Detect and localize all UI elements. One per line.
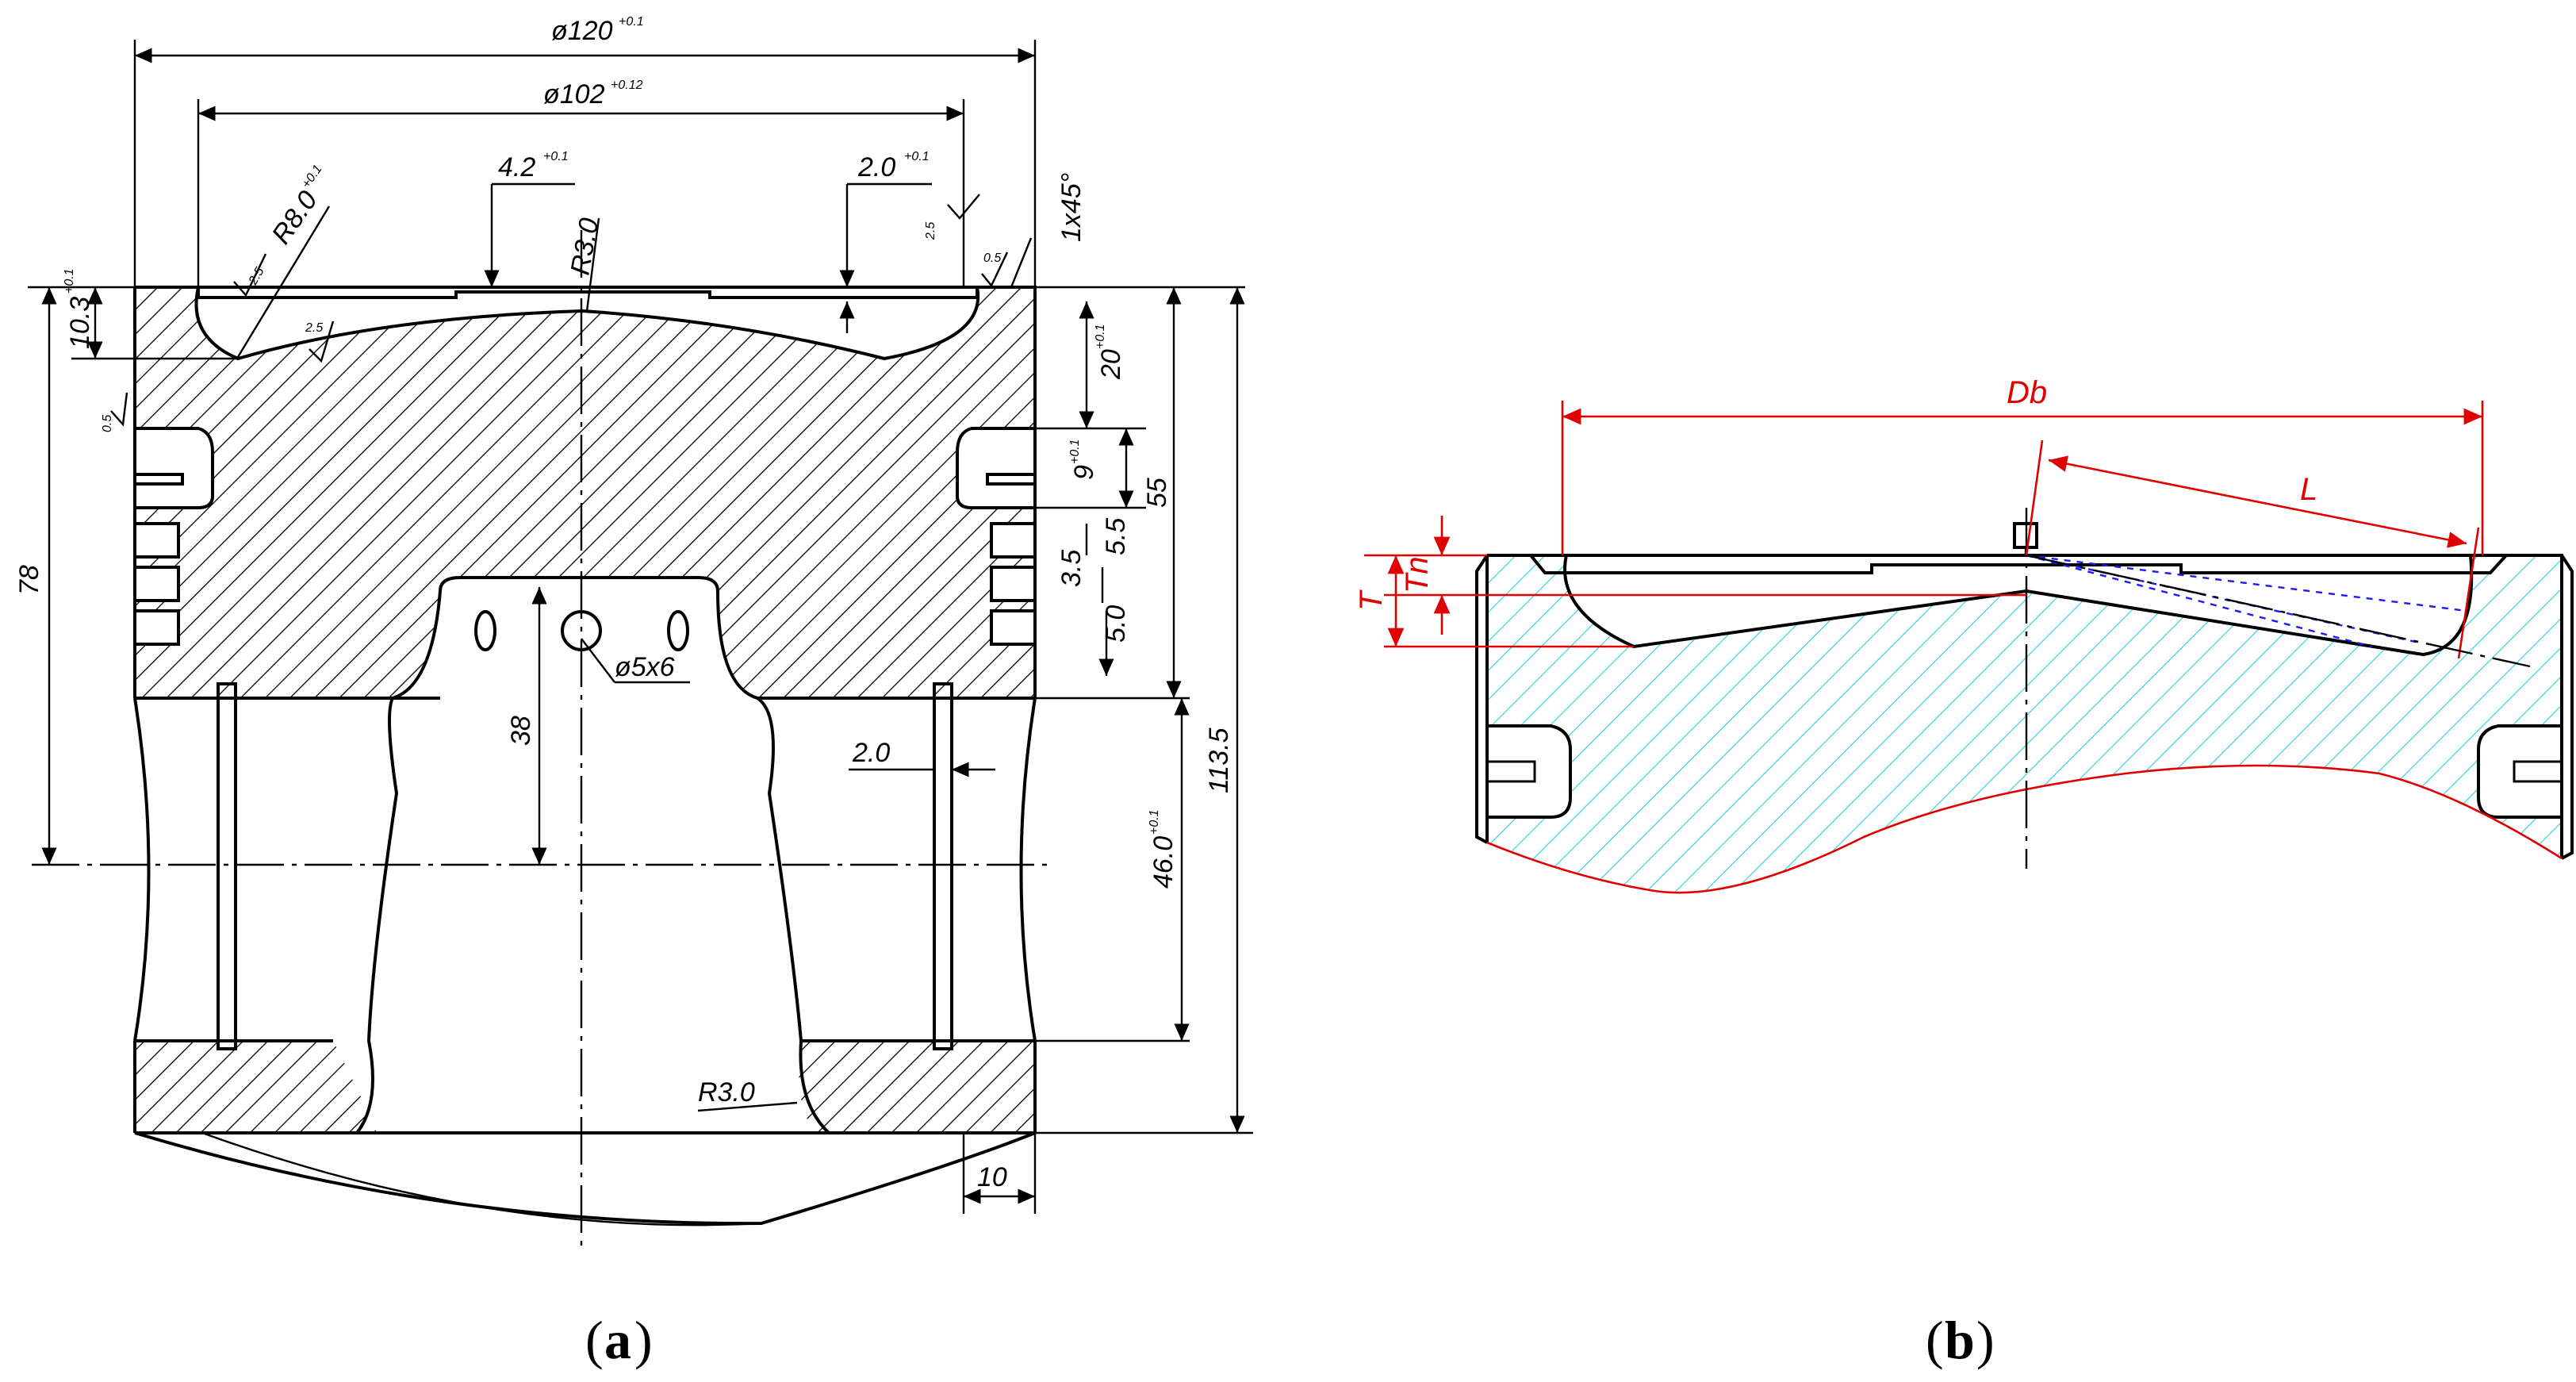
roughness-2: 2.5 [305, 321, 323, 335]
label-tn: Tn [1400, 556, 1435, 593]
bottom-profile [134, 1131, 1036, 1226]
ring-grooves [133, 427, 1037, 646]
svg-text:): ) [1976, 1310, 1995, 1370]
oil-hole-left [474, 610, 496, 651]
dim-step-right: 2.0 +0.1 [857, 150, 930, 182]
dim-radius-r3-bottom: R3.0 [698, 1077, 755, 1108]
label-l: L [2300, 472, 2317, 507]
roughness-1: 2.5 [246, 265, 266, 288]
oil-hole-right [667, 610, 689, 651]
dim-dia-inner: ø102 +0.12 [543, 79, 643, 109]
svg-text:+0.1: +0.1 [1148, 809, 1161, 835]
dim-3-5: 3.5 [1056, 550, 1087, 587]
svg-text:20: 20 [1096, 349, 1126, 380]
panel-a-piston-drawing: ø120 +0.1 ø102 +0.12 4.2 +0.1 2.0 +0.1 1… [14, 15, 1253, 1253]
roughness-4: 2.5 [924, 222, 937, 240]
dim-depth-right: 20 +0.1 [1094, 324, 1126, 380]
svg-text:ø120: ø120 [551, 16, 613, 46]
svg-text:2.0: 2.0 [857, 152, 895, 182]
svg-text:+0.1: +0.1 [1094, 324, 1107, 349]
svg-text:a: a [604, 1310, 631, 1370]
dim-38: 38 [506, 716, 536, 746]
svg-text:(: ( [585, 1310, 604, 1370]
svg-text:+0.1: +0.1 [63, 268, 76, 294]
dim-5-0: 5.0 [1101, 605, 1131, 643]
dim-2-0: 2.0 [852, 738, 890, 768]
roughness-6: 0.5 [101, 415, 114, 432]
svg-text:): ) [634, 1310, 653, 1370]
svg-text:+0.1: +0.1 [904, 150, 930, 163]
label-t: T [1354, 589, 1389, 611]
bowl-section [1487, 555, 2562, 893]
dim-113-5: 113.5 [1204, 727, 1234, 793]
dim-chamfer: 1x45° [1056, 173, 1087, 242]
svg-text:+0.1: +0.1 [1068, 439, 1082, 464]
dim-radius-r3-top: R3.0 [565, 216, 604, 277]
dim-5-5: 5.5 [1101, 518, 1131, 555]
dim-dia-outer: ø120 +0.1 [551, 15, 644, 46]
pin-boss [353, 576, 834, 1134]
svg-text:9: 9 [1069, 465, 1099, 480]
dim-55: 55 [1142, 478, 1172, 508]
svg-text:(: ( [1926, 1310, 1944, 1370]
svg-text:4.2: 4.2 [498, 152, 535, 182]
dim-radius-r8: R8.0 +0.1 [266, 163, 325, 250]
svg-text:+0.1: +0.1 [543, 150, 569, 163]
dim-depth-left: 10.3 +0.1 [63, 268, 95, 349]
label-db: Db [2007, 375, 2047, 410]
roughness-5: 0.5 [983, 251, 1001, 265]
bottom-contour [1486, 764, 2563, 894]
caption-b: ( b ) [1926, 1310, 1995, 1370]
dim-46: 46.0 +0.1 [1148, 809, 1179, 889]
skirt-right-section [799, 1041, 1035, 1133]
svg-text:46.0: 46.0 [1148, 836, 1179, 889]
panel-b-bowl-measurement: Db L T Tn [1354, 375, 2574, 894]
svg-text:ø102: ø102 [543, 79, 605, 109]
svg-text:+0.1: +0.1 [300, 163, 325, 191]
caption-a: ( a ) [585, 1310, 653, 1370]
svg-text:b: b [1945, 1310, 1975, 1370]
skirt-right [1019, 697, 1037, 1042]
dim-step-left: 4.2 +0.1 [498, 150, 569, 182]
dim-78: 78 [14, 565, 44, 595]
dim-10: 10 [977, 1162, 1007, 1192]
skirt-left [133, 697, 151, 1042]
svg-text:R8.0: R8.0 [266, 186, 323, 250]
svg-text:+0.12: +0.12 [611, 79, 643, 92]
svg-text:10.3: 10.3 [65, 297, 95, 349]
svg-text:+0.1: +0.1 [619, 15, 644, 29]
crown-section [135, 287, 1035, 698]
bowl-profile [194, 286, 980, 361]
dim-hole: ø5x6 [615, 652, 675, 682]
dim-groove-9: 9 +0.1 [1068, 439, 1099, 480]
crown-step [197, 287, 979, 299]
skirt-left-section [135, 1041, 377, 1133]
